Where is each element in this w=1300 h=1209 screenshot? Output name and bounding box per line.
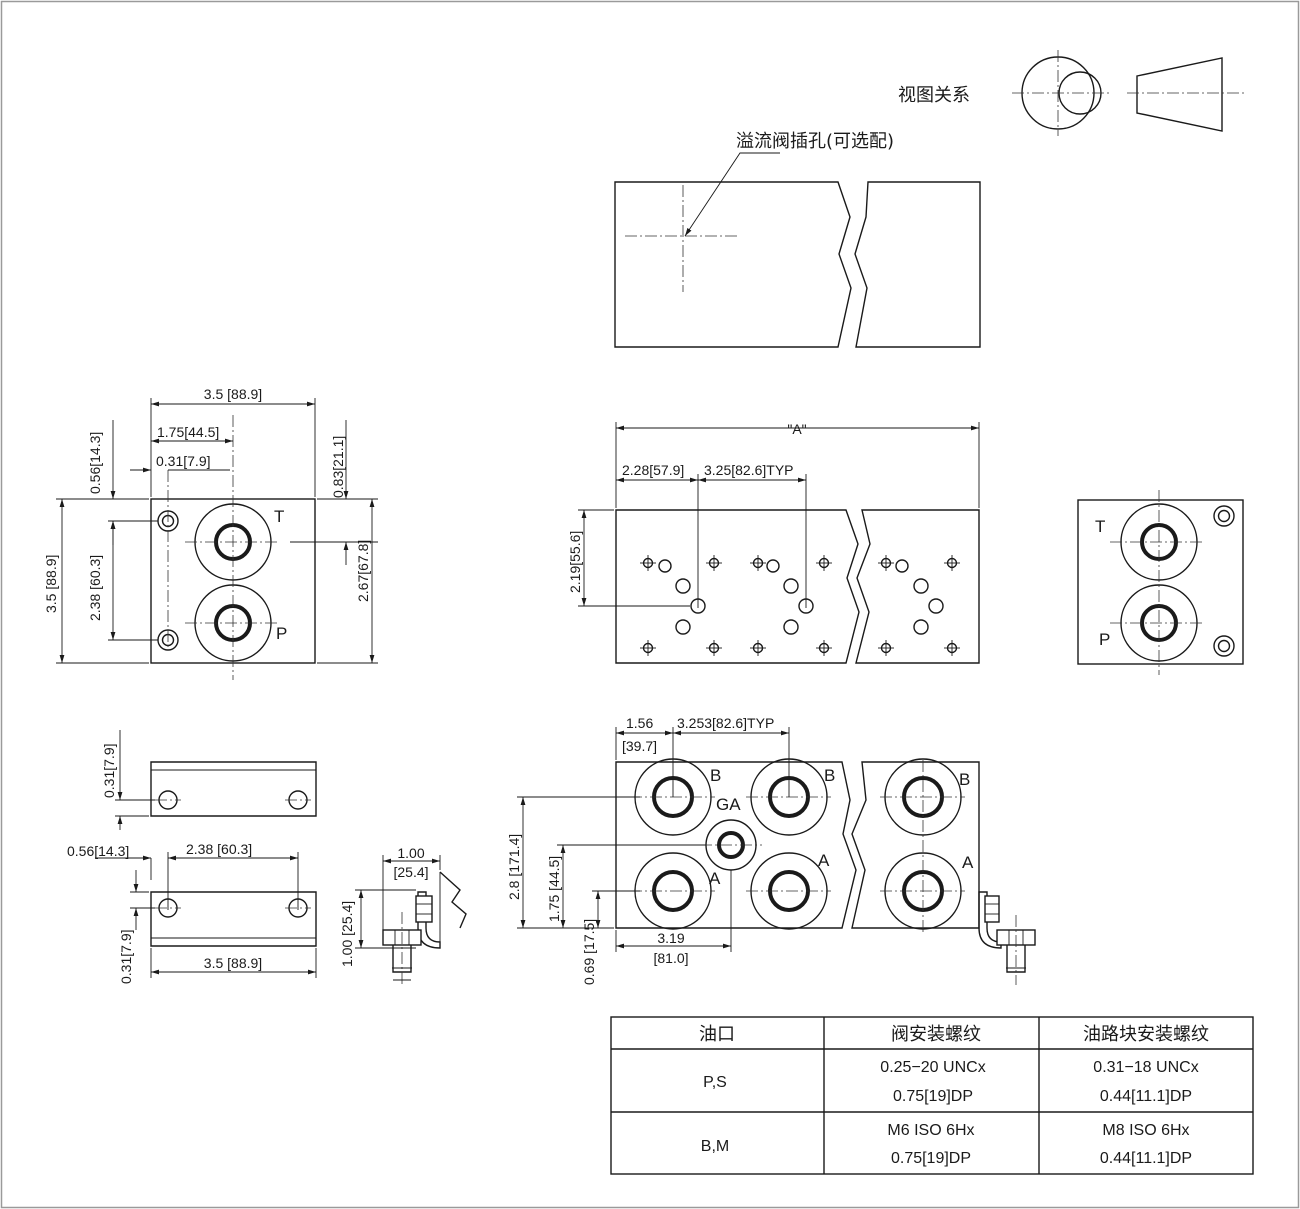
table-header-block: 油路块安装螺纹 [1083,1024,1209,1045]
port-t-label: T [274,507,284,526]
view-relation-symbol: 视图关系 [898,50,1245,136]
view-relation-label: 视图关系 [898,85,970,106]
dim-side-width: 1.00 [397,845,424,861]
dim-bracket-width: 3.5 [88.9] [204,955,262,971]
right-end-view: T P [1077,490,1244,675]
front-holes [642,557,958,654]
table-cell-port: P,S [703,1074,727,1091]
dim-bottom-pitch: 3.253[82.6]TYP [677,715,774,731]
dim-front-pitch: 3.25[82.6]TYP [704,462,794,478]
dim-right-height: 2.67[67.8] [355,540,371,602]
table-cell-valve: 0.75[19]DP [891,1150,971,1167]
port-a1-label: A [709,869,721,888]
top-view: 溢流阀插孔(可选配) [614,131,981,348]
table-cell-valve: M6 ISO 6Hx [887,1122,974,1139]
dim-left-width: 3.5 [88.9] [204,386,262,402]
dim-hole-offset: 0.31[7.9] [156,453,211,469]
port-b2-label: B [824,766,835,785]
port-b1-label: B [710,766,721,785]
dim-bottom-h2: 1.75 [44.5] [546,856,562,922]
port-a2-label: A [818,851,830,870]
table-cell-block: 0.44[11.1]DP [1100,1150,1192,1167]
table-header-port: 油口 [699,1024,735,1045]
dim-bracket-bottom: 0.31[7.9] [118,930,134,985]
dim-bottom-first: 1.56 [626,715,653,731]
dim-port-offset: 1.75[44.5] [157,424,219,440]
dim-bracket-spacing: 2.38 [60.3] [186,841,252,857]
bracket-views: 0.31[7.9] 0.56[14.3] 2.38 [60.3] 0.31[7.… [67,730,317,985]
table-cell-valve: 0.25−20 UNCx [880,1059,985,1076]
dim-left-height: 3.5 [88.9] [43,555,59,613]
dim-bottom-h1: 2.8 [171.4] [506,834,522,900]
table-header-valve: 阀安装螺纹 [891,1024,981,1045]
dim-bottom-x1: 3.19 [657,930,684,946]
dim-front-height: 2.19[55.6] [567,531,583,593]
dim-length-a: "A" [787,421,806,437]
port-ga-label: GA [716,795,741,814]
dim-bracket-left: 0.56[14.3] [67,843,129,859]
dim-right-top: 0.83[21.1] [330,436,346,498]
dim-bottom-first-mm: [39.7] [622,738,657,754]
front-view: "A" 2.28[57.9] 3.25[82.6]TYP 2.19[55.6] [567,421,980,664]
dim-side-width-mm: [25.4] [393,864,428,880]
left-end-view: T P 3.5 [88.9] 1.75[44.5] 0.31[7.9] 0.56… [43,386,378,680]
port-p-label: P [1099,630,1110,649]
table-cell-block: M8 ISO 6Hx [1102,1122,1189,1139]
bracket-side-view: 1.00 [25.4] 1.00 [25.4] [339,845,467,985]
relief-valve-label: 溢流阀插孔(可选配) [736,131,894,152]
thread-spec-table: 油口 阀安装螺纹 油路块安装螺纹 P,S 0.25−20 UNCx 0.75[1… [610,1016,1254,1175]
port-p-label: P [276,624,287,643]
dim-front-first: 2.28[57.9] [622,462,684,478]
port-a3-label: A [962,853,974,872]
dim-bracket-top: 0.31[7.9] [101,744,117,799]
dim-bottom-h3: 0.69 [17.5] [581,919,597,985]
dim-bottom-x1-mm: [81.0] [653,950,688,966]
table-cell-valve: 0.75[19]DP [893,1088,973,1105]
port-t-label: T [1095,517,1105,536]
port-b3-label: B [959,770,970,789]
dim-hole-spacing: 2.38 [60.3] [87,555,103,621]
table-cell-port: B,M [701,1138,729,1155]
dim-side-height: 1.00 [25.4] [339,901,355,967]
table-cell-block: 0.31−18 UNCx [1093,1059,1198,1076]
dim-top-hole: 0.56[14.3] [87,432,103,494]
bottom-view: B B B GA A A A 1.56 [39.7] 3.253[82.6]TY… [506,715,1036,985]
table-cell-block: 0.44[11.1]DP [1100,1088,1192,1105]
